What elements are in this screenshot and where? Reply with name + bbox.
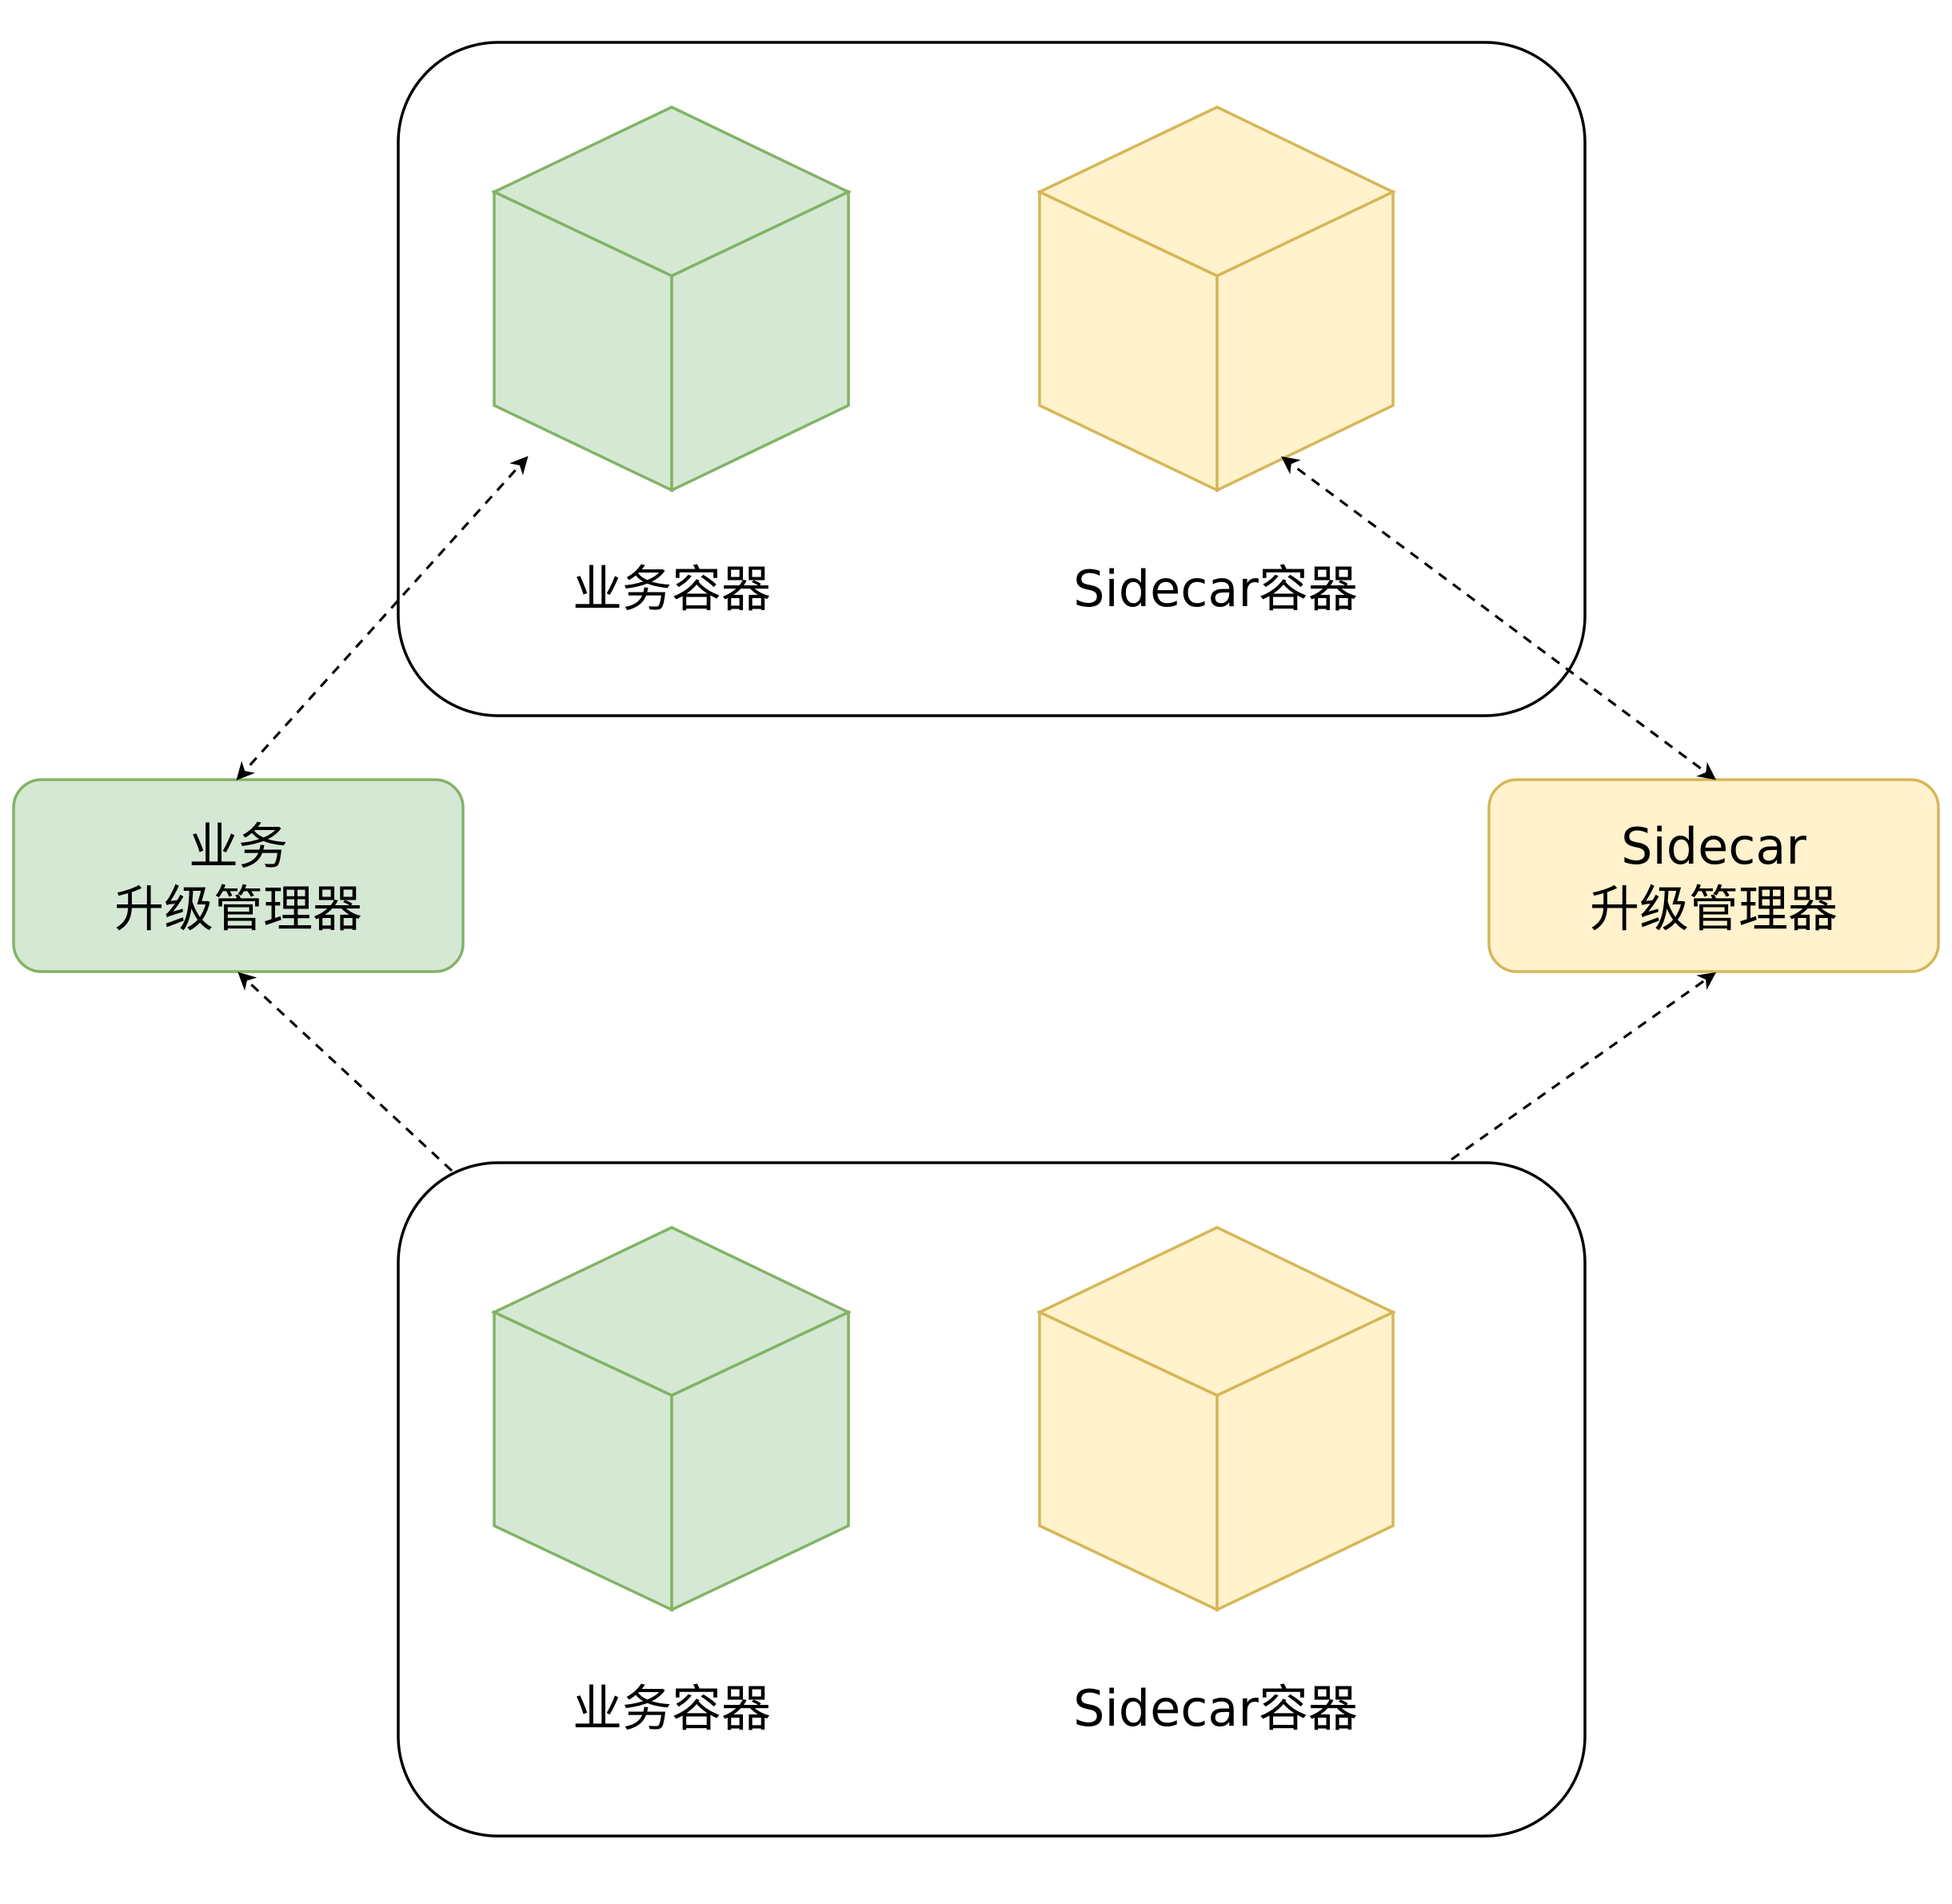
sidecar-container-label-top: Sidecar容器	[1073, 560, 1358, 618]
business-container-label-bottom: 业务容器	[573, 1679, 771, 1738]
business-upgrade-manager-box[interactable]	[12, 778, 465, 973]
pod-container-bottom[interactable]	[397, 1161, 1587, 1838]
edge-top-sidecar-container-to-sidecar-manager	[1281, 456, 1716, 780]
sidecar-container-label-bottom: Sidecar容器	[1073, 1679, 1358, 1738]
pod-container-top[interactable]	[397, 41, 1587, 717]
business-upgrade-manager-label-line2: 升级管理器	[114, 880, 362, 938]
edge-bottom-pod-to-sidecar-manager	[1451, 972, 1717, 1161]
edge-bottom-pod-to-business-manager	[238, 972, 453, 1172]
sidecar-container-cube-bottom[interactable]	[1036, 1226, 1397, 1612]
sidecar-upgrade-manager-label-line1: Sidecar	[1621, 817, 1806, 876]
sidecar-container-cube-top[interactable]	[1036, 106, 1397, 493]
business-upgrade-manager-label-line1: 业务	[189, 817, 288, 876]
business-container-cube-top[interactable]	[490, 106, 852, 493]
sidecar-upgrade-manager-box[interactable]	[1487, 778, 1940, 973]
edge-business-manager-to-top-business-container	[236, 456, 529, 780]
business-container-cube-bottom[interactable]	[490, 1226, 852, 1612]
sidecar-upgrade-manager-label-line2: 升级管理器	[1590, 880, 1838, 938]
business-container-label-top: 业务容器	[573, 560, 771, 618]
